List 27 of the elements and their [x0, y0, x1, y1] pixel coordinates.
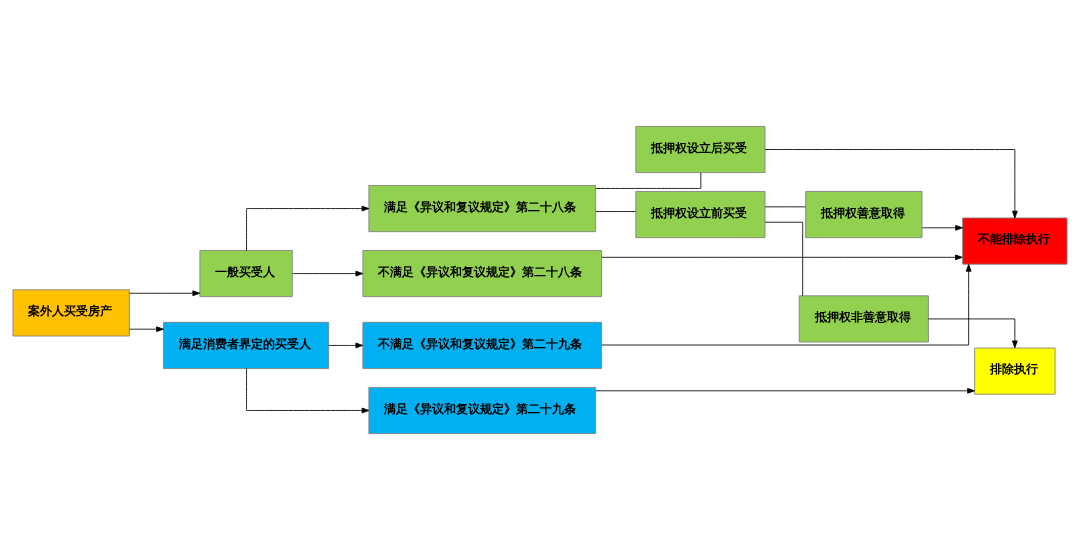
arrow [328, 342, 364, 349]
connector [764, 221, 804, 297]
arrow [128, 290, 201, 297]
arrow [601, 254, 963, 261]
node-box: 抵押权设立后买受 [635, 126, 766, 174]
arrow [928, 318, 1018, 349]
arrow [764, 149, 1018, 219]
node-box: 不满足《异议和复议规定》第二十八条 [362, 250, 603, 298]
node-box: 排除执行 [974, 347, 1056, 395]
node-box: 满足《异议和复议规定》第二十九条 [368, 386, 597, 434]
node-box: 不满足《异议和复议规定》第二十九条 [362, 321, 603, 369]
node-box: 不能排除执行 [962, 217, 1068, 265]
arrow [921, 225, 963, 231]
node-box: 满足消费者界定的买受人 [163, 321, 330, 369]
connector [595, 172, 702, 189]
node-box: 案外人买受房产 [12, 289, 130, 337]
arrow [595, 387, 975, 394]
node-box: 满足《异议和复议规定》第二十八条 [368, 185, 597, 233]
arrow [246, 368, 370, 414]
arrow [246, 205, 370, 251]
connector [595, 211, 637, 212]
arrow [128, 326, 164, 332]
node-box: 一般买受人 [199, 250, 293, 298]
arrow [292, 270, 364, 277]
node-box: 抵押权非善意取得 [798, 295, 929, 343]
node-box: 抵押权设立前买受 [635, 191, 766, 239]
node-box: 抵押权善意取得 [805, 191, 923, 239]
